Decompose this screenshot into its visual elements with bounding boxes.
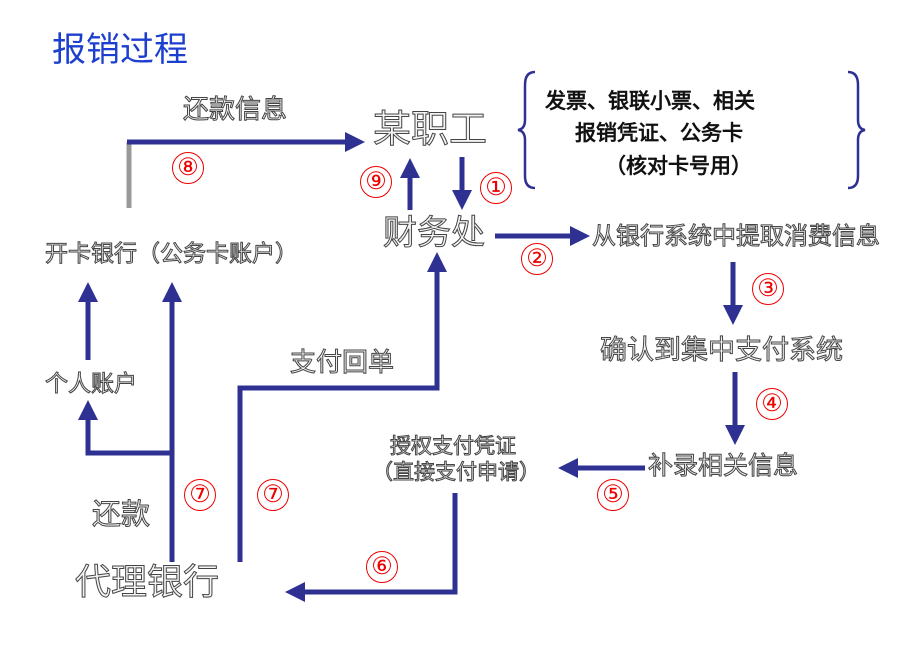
node-confirm: 确认到集中支付系统: [600, 335, 844, 366]
brace-note-line1: 发票、银联小票、相关: [545, 88, 755, 113]
node-employee: 某职工: [372, 107, 488, 151]
node-personal-account: 个人账户: [45, 371, 138, 397]
step-4-badge: ④: [756, 388, 788, 420]
step-7b-badge: ⑦: [257, 479, 289, 511]
brace-note-line2: 报销凭证、公务卡: [575, 120, 743, 145]
label-repay-info: 还款信息: [182, 95, 288, 125]
node-card-bank: 开卡银行（公务卡账户）: [45, 241, 299, 267]
arrow-6: [285, 493, 458, 602]
node-voucher-line1: 授权支付凭证: [390, 434, 517, 458]
arrow-7-personal: [78, 400, 172, 456]
step-6-badge: ⑥: [366, 551, 398, 583]
step-3-badge: ③: [752, 273, 784, 305]
step-5-badge: ⑤: [597, 479, 629, 511]
step-1-badge: ①: [480, 172, 512, 204]
node-voucher-line2: （直接支付申请）: [372, 460, 541, 484]
label-repay: 还款: [91, 497, 151, 531]
step-2-badge: ②: [521, 243, 553, 275]
page-title: 报销过程: [52, 30, 188, 70]
node-agent-bank: 代理银行: [74, 562, 220, 603]
arrow-7-receipt: [237, 252, 447, 562]
node-extract: 从银行系统中提取消费信息: [592, 222, 881, 250]
step-9-badge: ⑨: [360, 166, 392, 198]
label-payment-receipt: 支付回单: [289, 348, 395, 378]
brace-left: [517, 70, 866, 190]
node-finance: 财务处: [383, 213, 486, 253]
step-8-badge: ⑧: [172, 152, 204, 184]
node-supplement: 补录相关信息: [647, 451, 799, 480]
brace-note-line3: （核对卡号用）: [605, 153, 752, 178]
brace-right: [847, 70, 866, 190]
step-7a-badge: ⑦: [184, 479, 216, 511]
